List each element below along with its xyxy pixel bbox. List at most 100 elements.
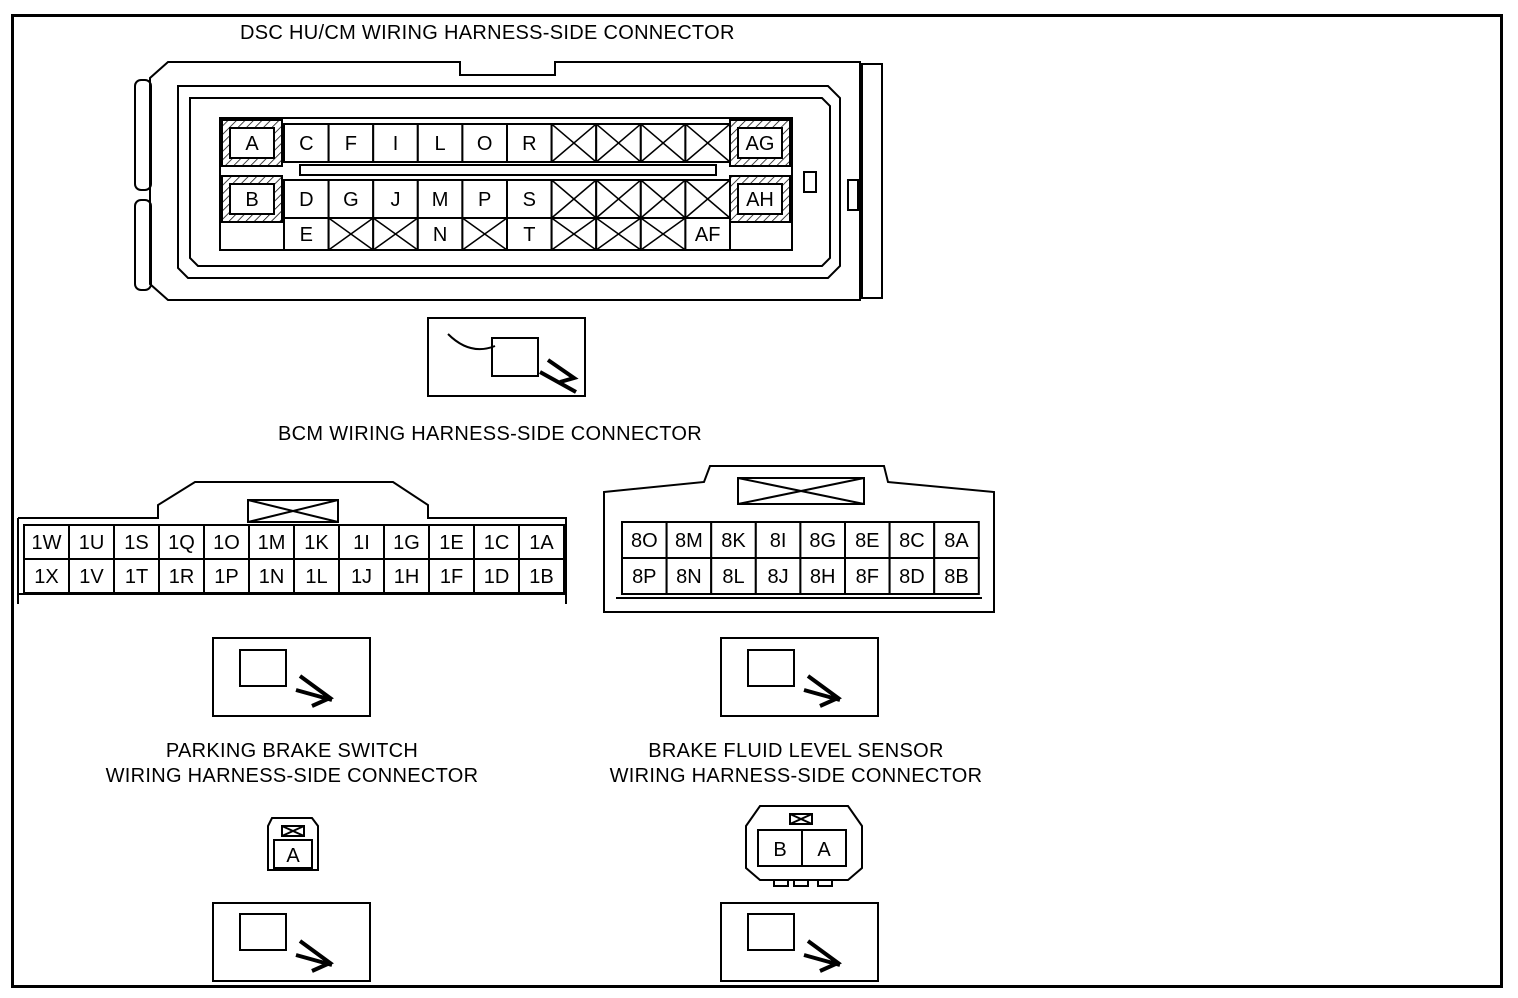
bcm2-pin-r2-1: 8N bbox=[676, 566, 702, 588]
bcm1-pin-r2-2-cell bbox=[113, 558, 160, 594]
fluid-view-icon-box-2 bbox=[720, 902, 879, 982]
dsc-connector-housing bbox=[134, 61, 883, 301]
dsc-pin-r1-1-cell bbox=[327, 123, 375, 163]
dsc-view-icon-box bbox=[427, 317, 586, 397]
bcm1-pin-r1-7-cell bbox=[338, 524, 385, 560]
bcm2-pin-r2-7: 8B bbox=[944, 566, 968, 588]
bcm1-pin-r2-4: 1P bbox=[214, 566, 238, 588]
dsc-pin-top-right: AG bbox=[746, 133, 775, 155]
dsc-pin-r2-6-cross-b bbox=[551, 179, 597, 219]
bcm2-pin-r2-7-cell bbox=[933, 557, 980, 595]
dsc-connector-title: DSC HU/CM WIRING HARNESS-SIDE CONNECTOR bbox=[240, 22, 735, 44]
bcm2-pin-r2-4-cell bbox=[799, 557, 847, 595]
dsc-pin-bottom-right: AH bbox=[746, 189, 774, 211]
bcm1-pin-r1-6: 1K bbox=[304, 532, 329, 554]
parking-pin-A: A bbox=[286, 845, 300, 867]
bcm2-pin-r1-1: 8M bbox=[675, 530, 703, 552]
bcm2-pin-r2-3-cell bbox=[754, 557, 802, 595]
bcm1-pin-r2-7: 1J bbox=[351, 566, 372, 588]
bcm2-pin-r2-0-cell bbox=[621, 557, 668, 595]
bcm1-pin-r1-11-cell bbox=[518, 524, 565, 560]
dsc-pin-r1-2-cell bbox=[372, 123, 419, 163]
fluid-connector-housing bbox=[745, 805, 863, 887]
bcm2-pin-r2-2-cell bbox=[710, 557, 757, 595]
bcm1-pin-r2-5: 1N bbox=[259, 566, 285, 588]
dsc-pin-top-right-inner bbox=[737, 127, 783, 159]
bcm2-pin-r1-5: 8E bbox=[855, 530, 879, 552]
bcm1-pin-r2-2: 1T bbox=[125, 566, 148, 588]
parking-view-icon-box-2 bbox=[212, 902, 371, 982]
bcm2-pin-r2-4: 8H bbox=[810, 566, 836, 588]
dsc-pin-r1-3-cell bbox=[416, 123, 464, 163]
bcm1-pin-r1-4-cell bbox=[203, 524, 250, 560]
fluid-sensor-title-line2: WIRING HARNESS-SIDE CONNECTOR bbox=[609, 765, 983, 787]
dsc-pin-r1-8-cross-b bbox=[640, 123, 686, 163]
bcm2-pin-r2-0: 8P bbox=[632, 566, 656, 588]
dsc-pin-r2-8-cross-b bbox=[640, 179, 686, 219]
dsc-pin-top-left: A bbox=[245, 133, 259, 155]
bcm1-pin-r1-11: 1A bbox=[529, 532, 554, 554]
bcm1-pin-r2-9: 1F bbox=[440, 566, 463, 588]
dsc-pin-r1-1: F bbox=[345, 133, 357, 155]
bcm2-pin-r2-6-cell bbox=[888, 557, 936, 595]
bcm1-pin-r2-11-cell bbox=[518, 558, 565, 594]
bcm1-pin-r1-7: 1I bbox=[353, 532, 370, 554]
dsc-pin-r1-9-cross-b bbox=[684, 123, 731, 163]
bcm-connector-title: BCM WIRING HARNESS-SIDE CONNECTOR bbox=[278, 423, 703, 445]
parking-brake-title-line1: PARKING BRAKE SWITCH bbox=[165, 740, 419, 762]
dsc-pin-r3-8-cross-b bbox=[640, 217, 686, 251]
dsc-pin-r2-4: P bbox=[478, 189, 491, 211]
dsc-pin-bottom-left: B bbox=[245, 189, 258, 211]
dsc-pin-r2-7-cross-b bbox=[595, 179, 642, 219]
dsc-pin-r3-7-cross-b bbox=[595, 217, 642, 251]
bcm1-pin-r1-8: 1G bbox=[393, 532, 420, 554]
bcm2-pin-r2-5: 8F bbox=[856, 566, 879, 588]
dsc-pin-r2-5: S bbox=[523, 189, 536, 211]
bcm1-pin-r1-6-cell bbox=[293, 524, 340, 560]
dsc-pin-r3-2-cross-b bbox=[372, 217, 419, 251]
dsc-pin-r3-4-cross-b bbox=[461, 217, 508, 251]
dsc-pin-r3-1-cross-b bbox=[328, 217, 374, 251]
fluid-pin-A: A bbox=[817, 839, 831, 861]
dsc-pin-r3-3: N bbox=[433, 224, 447, 246]
bcm2-pin-r1-0: 8O bbox=[631, 530, 658, 552]
bcm1-pin-r1-3: 1Q bbox=[168, 532, 195, 554]
parking-brake-title-line2: WIRING HARNESS-SIDE CONNECTOR bbox=[105, 765, 479, 787]
bcm-connector-2-housing bbox=[603, 465, 995, 613]
dsc-pin-r3-5-cell bbox=[506, 217, 553, 251]
dsc-pin-r2-2: J bbox=[391, 189, 401, 211]
bcm1-pin-r2-10: 1D bbox=[484, 566, 510, 588]
bcm1-pin-r2-7-cell bbox=[338, 558, 385, 594]
dsc-pin-r2-1: G bbox=[343, 189, 359, 211]
bcm1-pin-r1-8-cell bbox=[383, 524, 430, 560]
bcm2-pin-r2-2: 8L bbox=[722, 566, 744, 588]
dsc-pin-r2-1-cell bbox=[327, 179, 375, 219]
dsc-pin-r2-3: M bbox=[432, 189, 449, 211]
bcm1-pin-r1-9: 1E bbox=[439, 532, 463, 554]
bcm2-pin-r2-6: 8D bbox=[899, 566, 925, 588]
dsc-pin-r1-7-cross-b bbox=[595, 123, 642, 163]
dsc-pin-r2-5-cell bbox=[506, 179, 553, 219]
dsc-pin-bottom-right-inner bbox=[737, 183, 783, 215]
dsc-pin-r2-0-cell bbox=[283, 179, 330, 219]
bcm1-pin-r2-3: 1R bbox=[169, 566, 195, 588]
dsc-pin-r1-2: I bbox=[393, 133, 399, 155]
fluid-pin-B: B bbox=[773, 839, 786, 861]
dsc-pin-r1-5: R bbox=[522, 133, 536, 155]
dsc-pin-r2-0: D bbox=[299, 189, 313, 211]
dsc-pin-r1-0-cell bbox=[283, 123, 330, 163]
bcm1-pin-r2-3-cell bbox=[158, 558, 205, 594]
bcm1-pin-r2-0-cell bbox=[23, 558, 70, 594]
bcm1-pin-r2-6: 1L bbox=[305, 566, 327, 588]
dsc-pin-r1-0: C bbox=[299, 133, 313, 155]
bcm1-pin-r2-11: 1B bbox=[529, 566, 553, 588]
bcm2-pin-r1-7: 8A bbox=[944, 530, 969, 552]
dsc-pin-r3-0: E bbox=[300, 224, 313, 246]
dsc-pin-r2-4-cell bbox=[461, 179, 508, 219]
bcm2-pin-r1-4: 8G bbox=[809, 530, 836, 552]
bcm1-pin-r1-4: 1O bbox=[213, 532, 240, 554]
bcm1-pin-r1-2: 1S bbox=[124, 532, 148, 554]
bcm2-pin-r2-3: 8J bbox=[768, 566, 789, 588]
bcm1-pin-r1-2-cell bbox=[113, 524, 160, 560]
